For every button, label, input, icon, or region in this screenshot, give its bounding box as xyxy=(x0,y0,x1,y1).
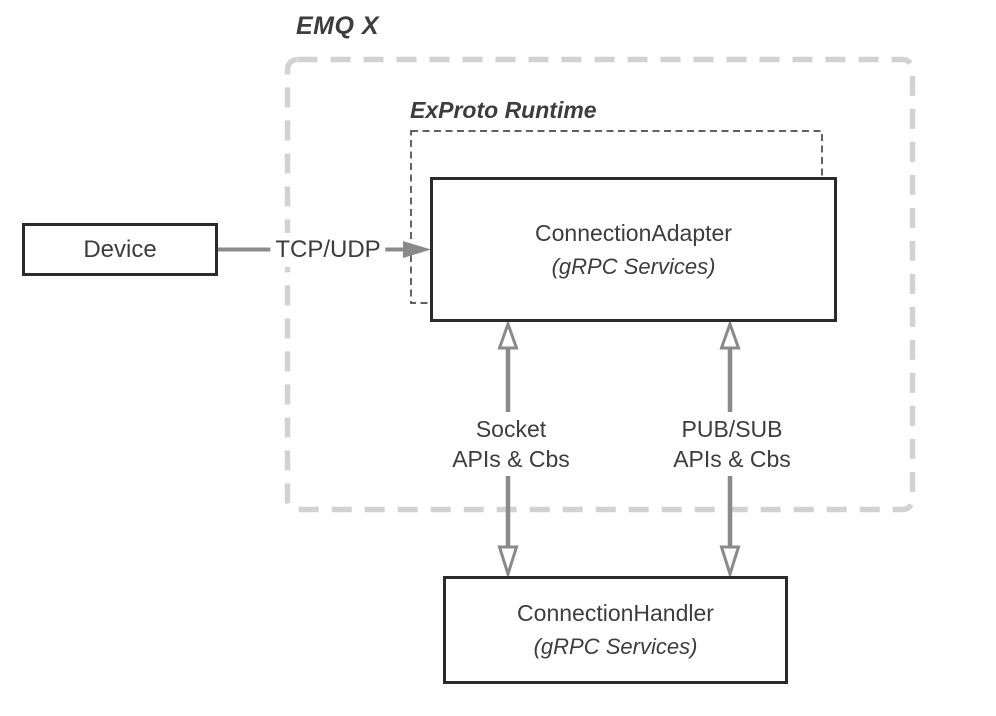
diagram-title: EMQ X xyxy=(296,12,380,40)
pubsub-edge-label-line2: APIs & Cbs xyxy=(673,446,791,472)
socket-edge-label-line1: Socket xyxy=(475,416,547,442)
connection-adapter-subtitle: (gRPC Services) xyxy=(551,253,716,279)
connection-handler-title: ConnectionHandler xyxy=(517,600,714,626)
connection-handler-node: ConnectionHandler (gRPC Services) xyxy=(443,576,788,684)
socket-up-arrowhead-icon xyxy=(497,319,519,350)
pubsub-up-arrowhead-icon xyxy=(719,319,741,350)
connection-adapter-title: ConnectionAdapter xyxy=(535,219,732,246)
emqx-boundary-box xyxy=(284,56,916,513)
socket-edge-label-line2: APIs & Cbs xyxy=(452,446,570,472)
pubsub-edge-label: PUB/SUB APIs & Cbs xyxy=(668,412,796,476)
socket-edge-label: Socket APIs & Cbs xyxy=(447,412,575,476)
pubsub-edge-label-line1: PUB/SUB xyxy=(681,416,783,442)
socket-down-arrowhead-icon xyxy=(497,545,519,579)
device-node: Device xyxy=(22,223,218,276)
connection-handler-subtitle: (gRPC Services) xyxy=(533,634,698,659)
pubsub-down-arrowhead-icon xyxy=(719,545,741,579)
tcp-udp-arrowhead-icon xyxy=(403,241,431,258)
exproto-runtime-label: ExProto Runtime xyxy=(410,97,597,123)
tcp-udp-edge-label: TCP/UDP xyxy=(270,233,386,267)
connection-adapter-node: ConnectionAdapter (gRPC Services) xyxy=(430,177,837,322)
device-label: Device xyxy=(83,235,157,263)
